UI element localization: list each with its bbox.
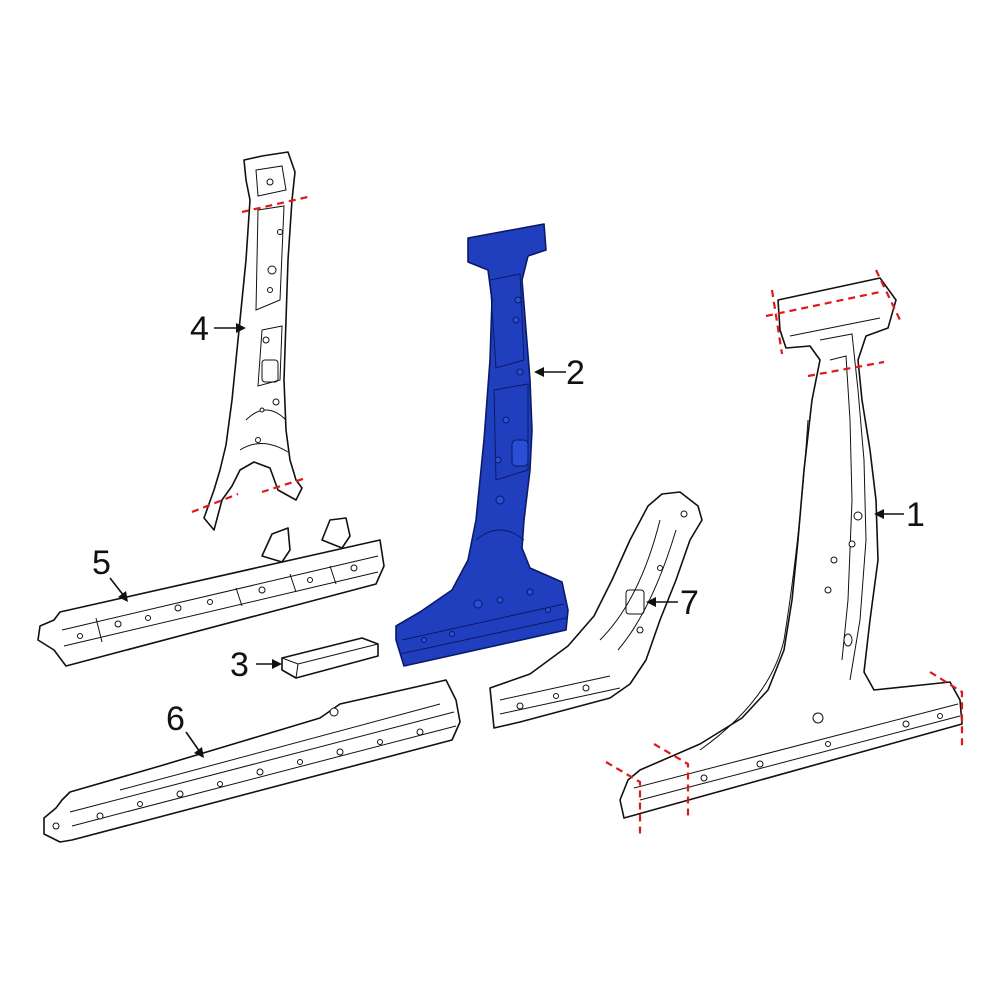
callout-5-leader bbox=[109, 577, 125, 597]
part-2-b-pillar-inner-panel[interactable] bbox=[395, 223, 569, 667]
callout-4: 4 bbox=[190, 310, 246, 348]
part-1-cut-line-neck bbox=[807, 360, 885, 378]
callout-1-arrowhead bbox=[874, 509, 884, 519]
callout-7-number: 7 bbox=[680, 584, 699, 622]
part-1-cut-line-bottom-left-2 bbox=[653, 743, 690, 820]
part-4-cut-line-bottom-right bbox=[261, 476, 307, 494]
callout-4-number: 4 bbox=[190, 310, 209, 348]
callout-2-arrowhead bbox=[534, 367, 544, 377]
callout-2: 2 bbox=[534, 354, 585, 392]
part-1-cut-line-top bbox=[765, 290, 881, 318]
callout-3-arrowhead bbox=[272, 659, 282, 669]
callout-5-number: 5 bbox=[92, 544, 111, 582]
callout-7-arrowhead bbox=[646, 597, 656, 607]
callout-2-number: 2 bbox=[566, 354, 585, 392]
callout-6-leader bbox=[185, 731, 201, 753]
callout-3-number: 3 bbox=[230, 646, 249, 684]
callout-6-arrowhead bbox=[194, 747, 204, 758]
part-5-rocker-reinforcement[interactable] bbox=[37, 517, 385, 667]
callout-6-number: 6 bbox=[166, 700, 185, 738]
part-4-cut-line-bottom-left bbox=[191, 492, 239, 514]
part-1-cut-line-top-left bbox=[770, 289, 784, 355]
part-3-spacer-block[interactable] bbox=[281, 637, 379, 679]
callout-1: 1 bbox=[874, 496, 925, 534]
part-1-cut-line-bottom-right bbox=[929, 671, 964, 748]
callout-1-number: 1 bbox=[906, 496, 925, 534]
part-6-rocker-panel[interactable] bbox=[43, 679, 461, 843]
callout-5: 5 bbox=[92, 544, 128, 602]
part-7-lower-pillar-bracket[interactable] bbox=[489, 491, 703, 729]
part-1-cut-line-bottom-left-1 bbox=[605, 761, 642, 836]
callout-7: 7 bbox=[646, 584, 699, 622]
callout-5-arrowhead bbox=[118, 591, 128, 602]
part-1-outer-b-pillar[interactable] bbox=[619, 277, 963, 819]
callout-3: 3 bbox=[230, 646, 282, 684]
callout-4-arrowhead bbox=[236, 323, 246, 333]
part-1-cut-line-top-right bbox=[875, 269, 901, 321]
callout-6: 6 bbox=[166, 700, 204, 758]
part-4-pillar-reinforcement[interactable] bbox=[203, 151, 303, 531]
